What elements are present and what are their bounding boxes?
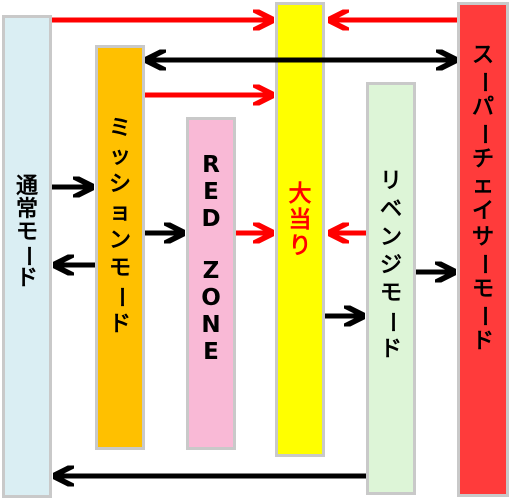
mode-revenge-box: リベンジモード: [366, 82, 416, 495]
mode-revenge-label: リベンジモード: [378, 169, 404, 362]
mode-tsujo-box: 通常モード: [2, 15, 52, 498]
mode-oatari-box: 大当り: [275, 2, 325, 457]
mode-mission-label: ミッションモード: [107, 116, 133, 337]
mode-mission-box: ミッションモード: [95, 45, 145, 450]
mode-oatari-label: 大当り: [288, 181, 312, 259]
mode-tsujo-label: 通常モード: [14, 174, 40, 291]
mode-superchaser-label: スーパーチェイサーモード: [470, 43, 496, 354]
mode-superchaser-box: スーパーチェイサーモード: [457, 2, 509, 497]
